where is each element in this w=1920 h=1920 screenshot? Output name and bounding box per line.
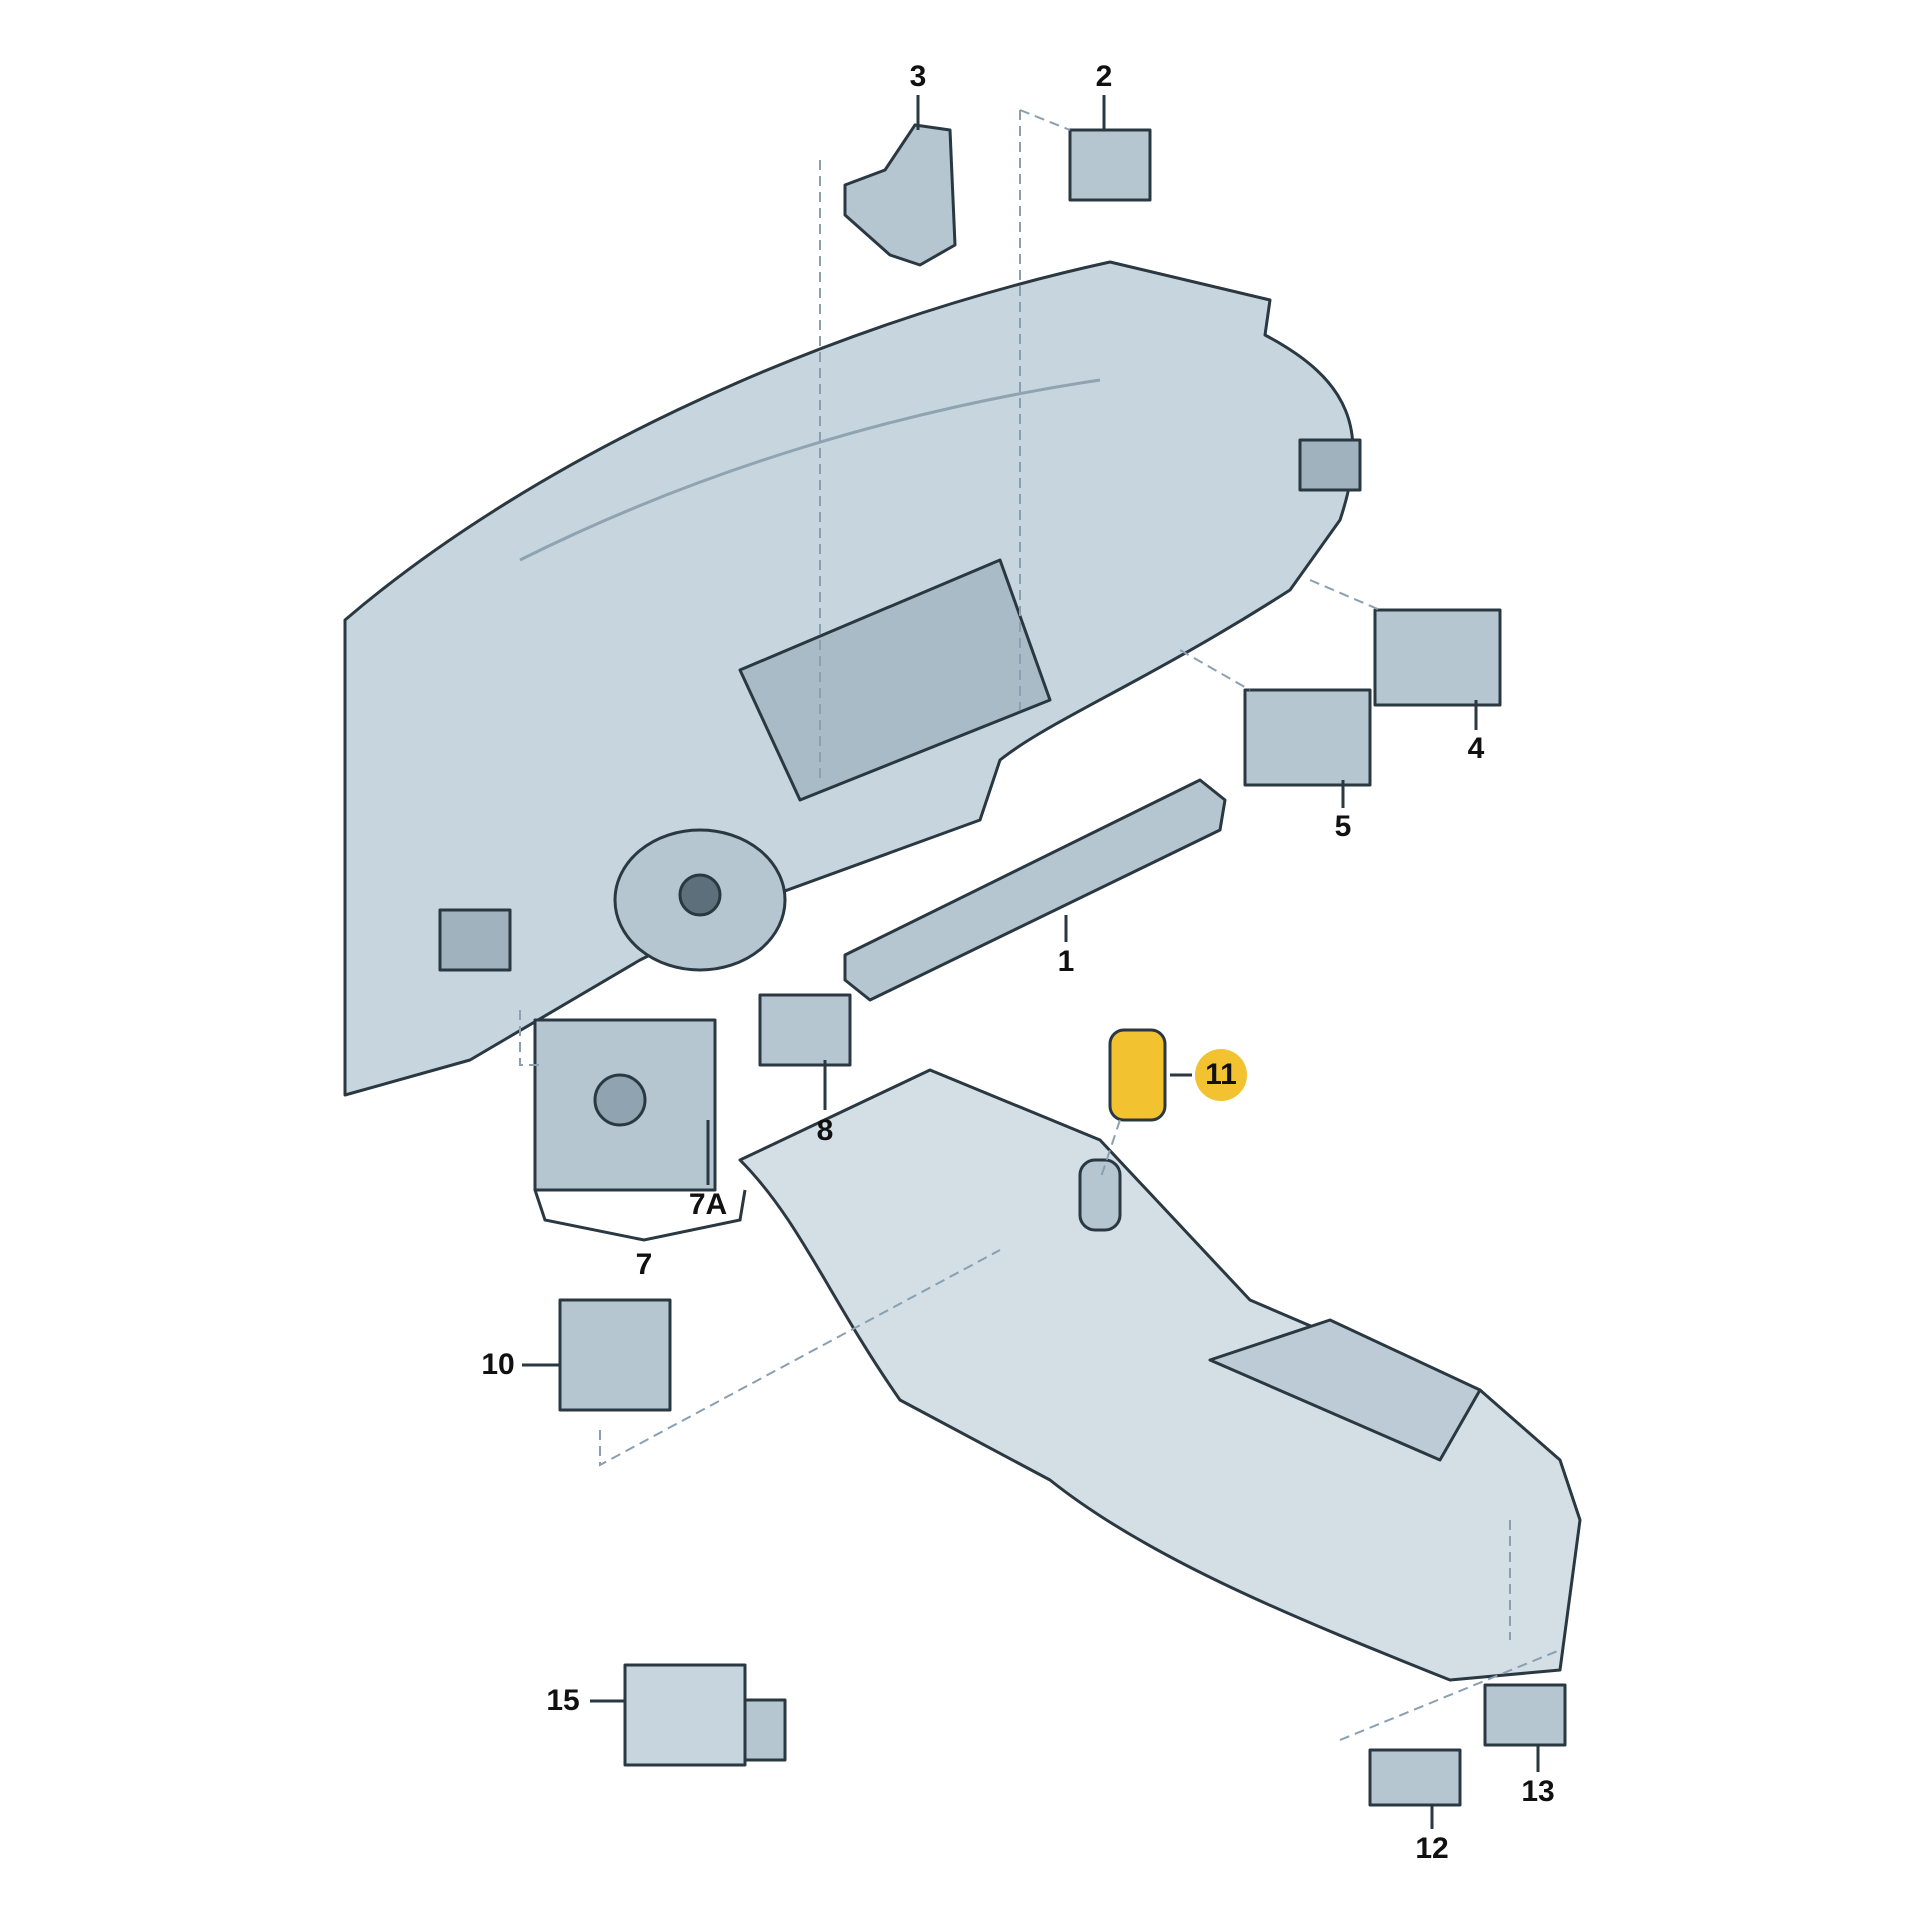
leader-line	[519, 1010, 540, 1066]
part-8	[758, 993, 852, 1067]
part-4	[1373, 608, 1502, 707]
leader-line	[599, 1249, 1001, 1467]
part-15	[623, 1663, 747, 1767]
callout-3[interactable]: 3	[909, 60, 927, 93]
part-3	[843, 123, 957, 267]
callout-1[interactable]: 1	[1057, 945, 1075, 978]
callout-bracket-7	[533, 1189, 747, 1242]
left-air-vent	[438, 908, 512, 972]
leader-line	[1019, 109, 1071, 710]
callout-11-highlighted[interactable]: 11	[1195, 1049, 1247, 1101]
callout-7[interactable]: 7	[635, 1248, 653, 1281]
dashboard-contour-line	[519, 378, 1101, 562]
part-2	[1068, 128, 1152, 202]
center-console	[738, 1068, 1582, 1682]
callout-4[interactable]: 4	[1467, 732, 1485, 765]
callout-5[interactable]: 5	[1334, 810, 1352, 843]
part-12	[1368, 1748, 1462, 1807]
armrest	[1208, 1318, 1482, 1462]
steering-hub	[678, 873, 722, 917]
part-13	[1483, 1683, 1567, 1747]
part-11	[1108, 1028, 1167, 1122]
callout-15[interactable]: 15	[546, 1684, 580, 1717]
part-7-rotary-knob	[593, 1073, 647, 1127]
part-10	[558, 1298, 672, 1412]
leader-line	[1179, 649, 1251, 691]
leader-lines	[519, 109, 1561, 1741]
callout-7a[interactable]: 7A	[688, 1188, 728, 1221]
callout-10[interactable]: 10	[481, 1348, 515, 1381]
callout-12[interactable]: 12	[1415, 1832, 1449, 1865]
right-air-vent	[1298, 438, 1362, 492]
callout-13[interactable]: 13	[1521, 1775, 1555, 1808]
part-1	[843, 778, 1227, 1002]
dashboard-center-panel	[738, 558, 1052, 802]
part-15-connector	[743, 1698, 787, 1762]
callout-8[interactable]: 8	[816, 1114, 834, 1147]
leader-line	[1099, 1119, 1121, 1181]
leader-line	[1339, 1520, 1561, 1741]
callout-2[interactable]: 2	[1095, 60, 1113, 93]
callout-leaders	[522, 95, 1540, 1829]
leader-line	[1309, 579, 1381, 611]
part-5	[1243, 688, 1372, 787]
gear-knob	[1078, 1158, 1122, 1232]
